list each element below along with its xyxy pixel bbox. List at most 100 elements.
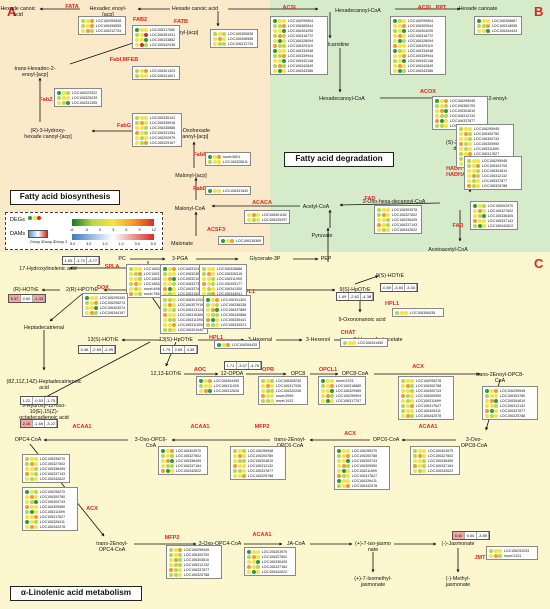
expression-dot: [321, 388, 325, 393]
gene-id: LOC106295270: [39, 456, 66, 461]
value-cell: 1.05: [63, 257, 75, 264]
expression-dot: [170, 463, 175, 468]
expression-dot: [167, 297, 172, 302]
expression-dot: [208, 378, 213, 383]
expression-dot: [29, 504, 34, 509]
gene-row: LOC106342649: [393, 63, 433, 68]
expression-dot: [330, 393, 335, 398]
gene-row: LOC106311699: [401, 398, 441, 403]
gene-row: LOC106321040: [163, 327, 203, 332]
expression-dot: [129, 271, 133, 276]
gene-row: LOC106317707: [321, 398, 361, 403]
expression-dot: [135, 115, 139, 120]
gene-row: LOC106336338: [206, 302, 246, 307]
gene-row: LOC106327460: [163, 286, 203, 291]
metabolite-r3-hydroxy-hexadecanoyl-acp: (R)-3-Hydroxy- hexade canoyl-[acp]: [24, 128, 72, 140]
expression-dot: [133, 271, 138, 276]
expression-dot: [277, 58, 282, 63]
arrow: [49, 293, 83, 322]
gene-row: LOC106325611: [208, 159, 248, 164]
expression-dot: [129, 286, 133, 291]
expression-dot: [81, 28, 85, 33]
expression-dot: [256, 549, 261, 554]
scale-tick: 3.0: [134, 242, 140, 246]
gene-id: LOC106300788: [415, 383, 442, 388]
expression-dot: [377, 212, 381, 217]
expression-dot: [435, 123, 439, 128]
enzyme-fabg: FabG: [116, 123, 132, 129]
expression-dot: [135, 120, 139, 125]
expression-dot: [273, 33, 277, 38]
expression-dot: [467, 173, 471, 178]
expression-dot: [402, 18, 407, 23]
gene-id: LOC106292979: [149, 135, 176, 140]
gene-id: LOC106334948: [287, 48, 314, 53]
expression-dot: [493, 548, 498, 553]
expression-dot: [402, 38, 407, 43]
expression-dot: [213, 41, 217, 46]
scale-tick: 5.0: [150, 242, 156, 246]
expression-dot: [393, 28, 397, 33]
expression-dot: [410, 393, 415, 398]
metabolite-pyruvate: Pyruvate: [311, 233, 333, 239]
gene-row: novel.1912: [261, 398, 293, 403]
vb-17hla: 1.05-1.72-3.77: [62, 256, 100, 265]
expression-dot: [282, 33, 287, 38]
gene-row: LOC106300780: [25, 494, 65, 499]
expression-dot: [217, 41, 222, 46]
expression-dot: [210, 297, 215, 302]
gene-row: LOC106325788: [233, 473, 273, 478]
gene-id: novel.9999: [275, 393, 294, 398]
expression-dot: [178, 572, 183, 577]
gene-row: LOC106326411: [337, 478, 377, 483]
expression-dot: [485, 403, 489, 408]
expression-dot: [325, 388, 330, 393]
expression-dot: [476, 178, 481, 183]
expression-dot: [208, 188, 212, 193]
expression-dot: [169, 567, 173, 572]
expression-dot: [277, 68, 282, 73]
expression-dot: [401, 398, 405, 403]
enzyme-fabd: FabD: [193, 186, 207, 192]
metabolite-r-hotre: (R)-HOTrE: [13, 287, 39, 293]
vb-12opda: 1.71-3.07-4.76: [224, 361, 262, 370]
expression-dot: [212, 154, 217, 159]
metabolite-heptadecatrienal: Heptadecatrienal: [23, 325, 65, 331]
scale-tick: 5.0: [70, 242, 76, 246]
gene-row: LOC106305950: [25, 504, 65, 509]
expression-dot: [405, 408, 410, 413]
gene-id: LOC106335297: [261, 217, 288, 222]
expression-dot: [233, 448, 237, 453]
expression-dot: [237, 468, 242, 473]
expression-dot: [161, 458, 165, 463]
gene-id: LOC106295904: [287, 18, 314, 23]
expression-dot: [270, 378, 275, 383]
expression-dot: [144, 120, 149, 125]
expression-dot: [410, 383, 415, 388]
gene-row: LOC106380544: [273, 23, 313, 28]
gene-row: LOC106341450: [343, 340, 383, 345]
expression-dot: [265, 388, 270, 393]
gene-row: LOC106305950: [401, 393, 441, 398]
gene-row: LOC106326411: [25, 519, 65, 524]
expression-dot: [397, 23, 402, 28]
expression-dot: [459, 131, 463, 136]
gene-id: LOC106329185: [143, 266, 170, 271]
expression-dot: [29, 494, 34, 499]
gene-row: LOC106337877: [435, 118, 475, 123]
expression-dot: [397, 38, 402, 43]
expression-dot: [66, 90, 71, 95]
enzyme-fad-b: FAD: [364, 196, 376, 202]
expression-dot: [476, 158, 481, 163]
gene-id: LOC106304810: [183, 557, 210, 562]
expression-dot: [282, 43, 287, 48]
gene-row: LOC106303970: [413, 448, 453, 453]
gene-id: LOC106327321: [177, 281, 204, 286]
metabolite-trans-2-enoyl-opc8-coa: trans-2Enoyl-OPC8- CoA: [476, 372, 524, 384]
metabolite-trans-hexadec-2-enoyl-acp: trans-Hexadec-2- enoyl-[acp]: [14, 66, 56, 78]
